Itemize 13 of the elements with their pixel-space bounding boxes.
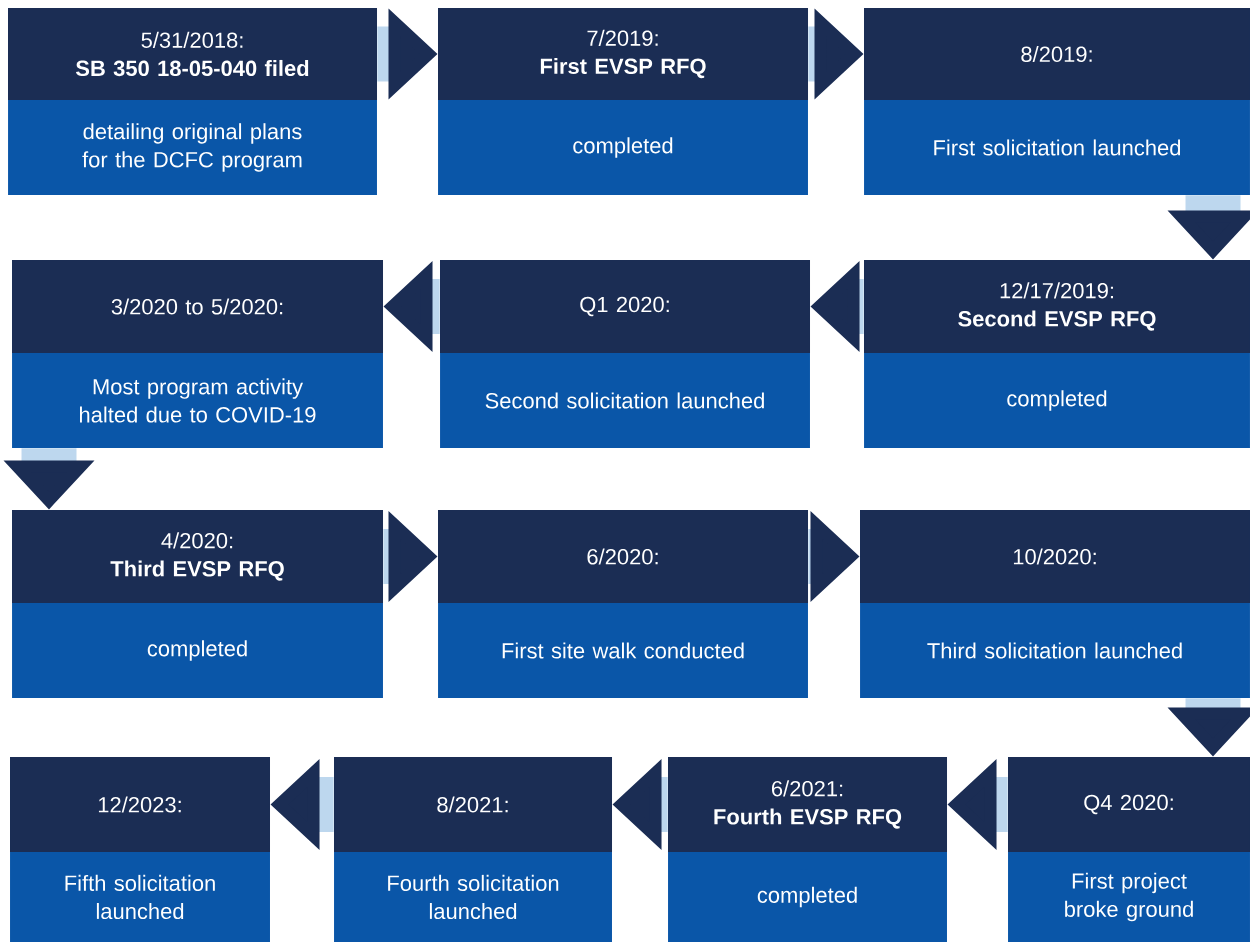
timeline-card: 10/2020: Third solicitation launched [860, 510, 1250, 698]
timeline-card: 8/2019: First solicitation launched [864, 8, 1250, 195]
timeline-card: 4/2020: Third EVSP RFQ completed [12, 510, 383, 698]
timeline-card: 5/31/2018: SB 350 18-05-040 filed detailing original plans for the DCFC program [8, 8, 377, 195]
timeline-card: Q1 2020: Second solicitation launched [440, 260, 810, 448]
timeline-card: 7/2019: First EVSP RFQ completed [438, 8, 808, 195]
timeline-card: Q4 2020: First project broke ground [1008, 757, 1250, 942]
timeline-card: 6/2021: Fourth EVSP RFQ completed [668, 757, 947, 942]
timeline-card: 6/2020: First site walk conducted [438, 510, 808, 698]
timeline-card: 12/2023: Fifth solicitation launched [10, 757, 270, 942]
timeline-card: 3/2020 to 5/2020: Most program activity halted due to COVID-19 [12, 260, 383, 448]
timeline-card: 8/2021: Fourth solicitation launched [334, 757, 612, 942]
timeline-card: 12/17/2019: Second EVSP RFQ completed [864, 260, 1250, 448]
